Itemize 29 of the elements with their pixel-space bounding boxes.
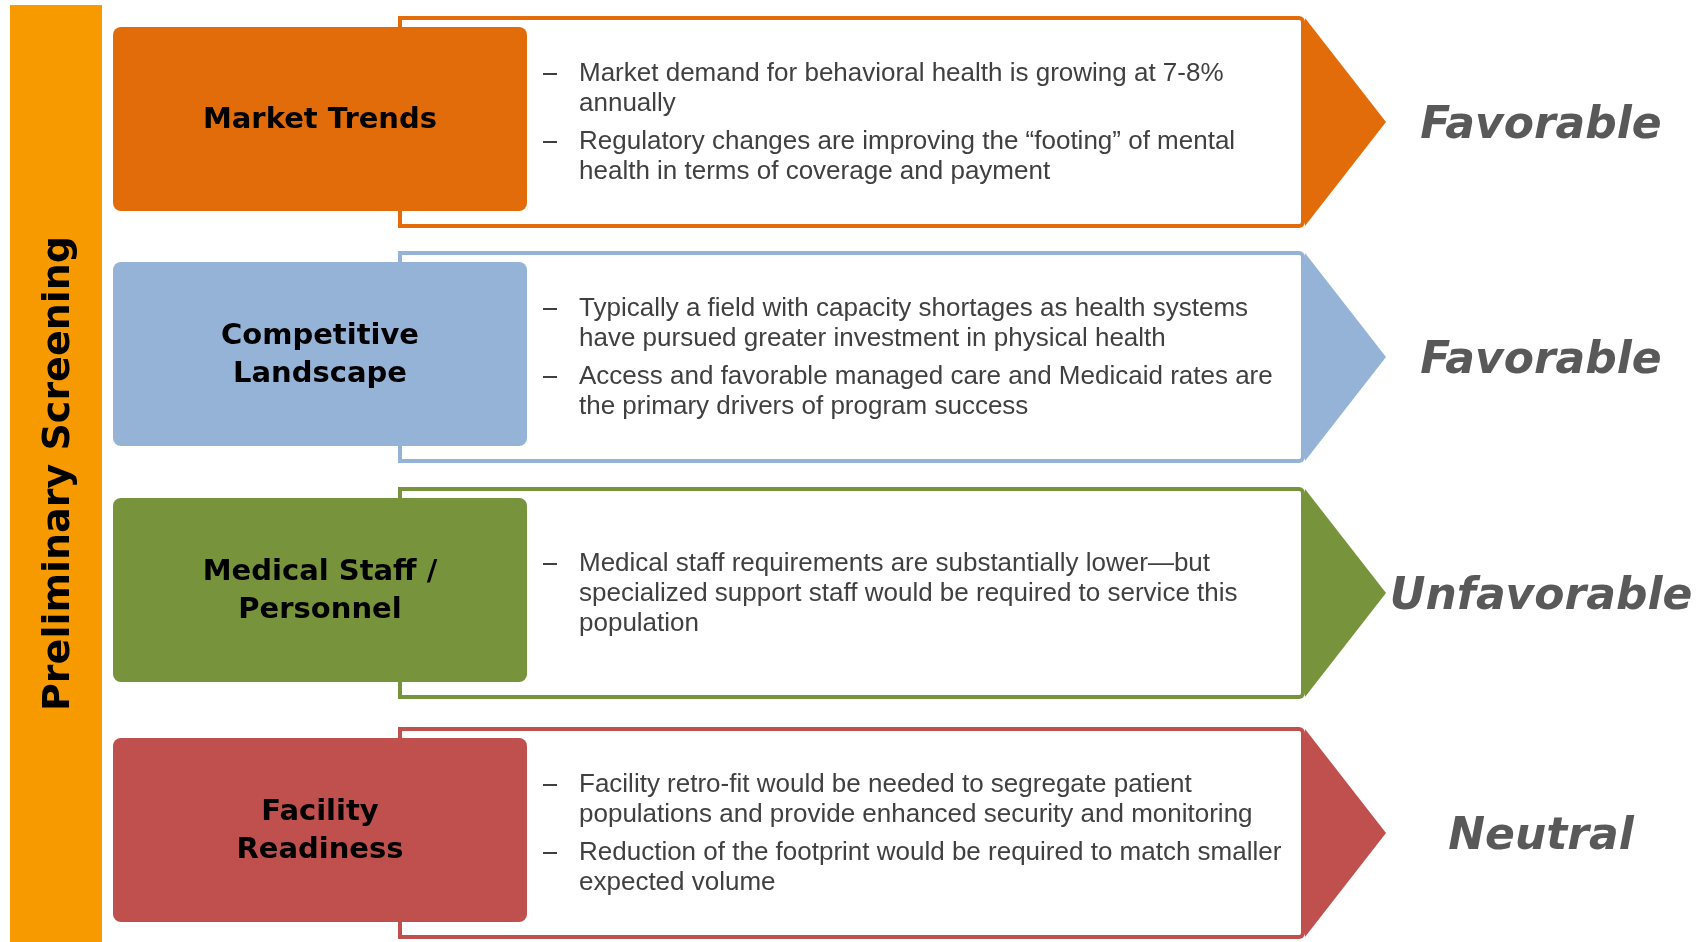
category-title: Medical Staff / Personnel <box>201 552 439 627</box>
bullet-text: Regulatory changes are improving the “footing” of mental health in terms of coverage and payment <box>579 126 1237 186</box>
category-title: Competitive Landscape <box>220 316 420 391</box>
chevron-arrow <box>1305 729 1386 937</box>
bullet-text: Facility retro-fit would be needed to segregate patient populations and provide enhanced security and monitoring <box>579 769 1254 829</box>
bullet-text: Reduction of the footprint would be required to match smaller expected volume <box>579 837 1283 897</box>
chevron-arrow <box>1305 18 1386 226</box>
bullet-text: Market demand for behavioral health is growing at 7-8% annually <box>579 58 1225 118</box>
bullet-text: Access and favorable managed care and Medicaid rates are the primary drivers of program success <box>579 361 1274 421</box>
category-box <box>113 27 527 211</box>
chevron-arrow <box>1305 253 1386 461</box>
category-box <box>113 262 527 446</box>
description-box <box>527 16 1305 228</box>
bullet-text: Typically a field with capacity shortages as health systems have pursued greater investment in physical health <box>579 293 1250 353</box>
category-title: Facility Readiness <box>235 792 405 867</box>
verdict-text: Favorable <box>1420 331 1662 383</box>
chevron-arrow <box>1305 489 1386 697</box>
description-box <box>527 487 1305 699</box>
category-title: Market Trends <box>201 100 439 138</box>
screening-band <box>10 5 102 942</box>
band-title: Preliminary Screening <box>34 236 78 711</box>
bullet-text: Medical staff requirements are substantially lower—but specialized support staff would be required to service this population <box>579 548 1239 638</box>
verdict-text: Unfavorable <box>1389 567 1693 619</box>
description-box <box>527 727 1305 939</box>
verdict-text: Favorable <box>1420 96 1662 148</box>
category-box <box>113 738 527 922</box>
category-box <box>113 498 527 682</box>
verdict-text: Neutral <box>1448 807 1634 859</box>
description-box <box>527 251 1305 463</box>
